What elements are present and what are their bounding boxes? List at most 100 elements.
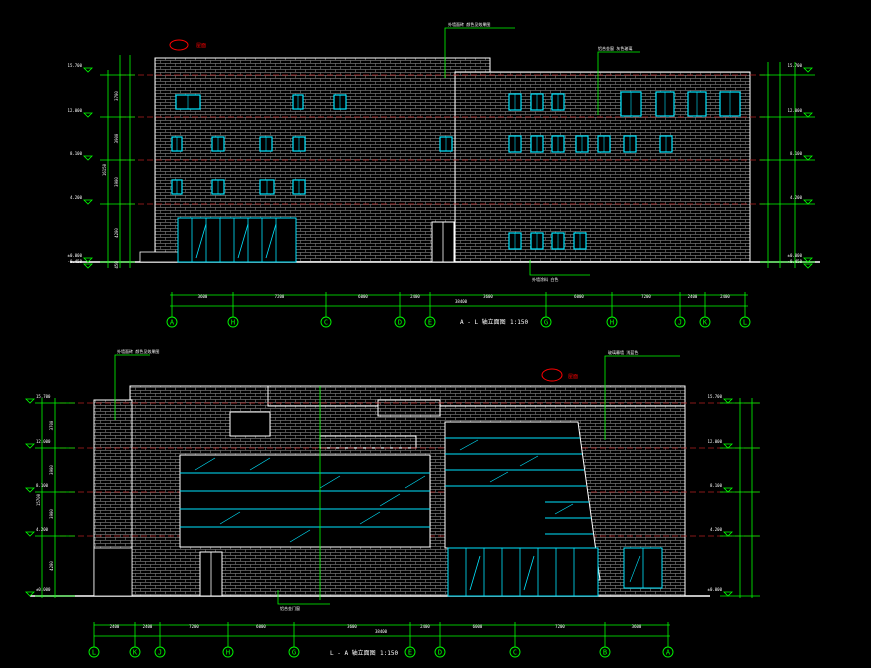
window [333,94,347,110]
mid-parapet [377,399,441,417]
annotation-leaders-bottom [114,354,680,605]
floor-height-text: 3900 [49,465,54,475]
entrance-curtain-wall [177,217,297,263]
window [655,91,675,117]
level-marker [723,443,733,449]
axis-bubble [320,316,332,328]
window [508,93,522,111]
level-label: 8.100 [710,483,723,488]
level-label: 8.100 [70,151,83,156]
lower-base-left [93,547,133,597]
axis-bubble [599,646,611,658]
axis-label: A [666,649,671,657]
note-bottom-3: 铝合金门窗 [280,605,300,611]
level-label: 8.100 [790,151,803,156]
floor-height-text: 3700 [49,420,54,430]
window [530,135,544,153]
level-label: 15.700 [708,394,723,399]
axis-bubble [606,316,618,328]
note-top-3: 外墙涂料 白色 [532,276,558,282]
level-label: ±0.000 [36,587,51,592]
level-label: 4.200 [710,527,723,532]
level-marker [25,531,35,537]
axis-dimension-text: 6000 [358,294,368,299]
stair-volume [229,411,271,437]
revision-cloud-top: 屋面 [169,39,206,51]
revision-tag-top: 屋面 [196,43,206,49]
podium-parapet [319,435,417,449]
axis-bubble [154,646,166,658]
axis-dimension-line-bottom [94,624,670,637]
level-labels-left-top: 15.70012.0008.1004.200±0.000-0.450370039… [68,63,119,269]
note-top-1: 外墙面砖 颜色见效果图 [448,21,490,27]
axis-label: C [513,649,517,657]
window [259,179,275,195]
axis-dimension-text: 7200 [641,294,651,299]
level-marker [803,263,813,269]
level-label: ±0.000 [708,587,723,592]
curtain-wall-left [179,454,431,548]
drawing-scale-bottom: 1:150 [380,650,398,657]
axis-bubble [424,316,436,328]
axis-label: H [226,649,230,657]
floor-height-text: 4200 [49,561,54,571]
axis-label: E [428,319,432,327]
level-labels-left-bottom: 15.70012.0008.1004.200±0.000370039003900… [25,394,54,597]
level-label: -0.450 [788,259,803,264]
axis-dimension-text: 6000 [473,624,483,629]
axis-dimension-text: 2400 [143,624,153,629]
drawing-scale-top: 1:150 [510,319,528,326]
level-label: 4.200 [70,195,83,200]
window [597,135,611,153]
floor-height-text: 3900 [114,133,119,143]
level-label: 15.700 [36,394,51,399]
axis-bubble [509,646,521,658]
level-marker [803,257,813,263]
window [292,136,306,152]
curtain-wall-right [444,421,601,581]
window [575,135,589,153]
axis-bubble [88,646,100,658]
axis-dimension-text: 6000 [574,294,584,299]
axis-dimension-text: 2400 [420,624,430,629]
level-label: 8.100 [36,483,49,488]
level-marker [723,398,733,404]
floor-height-text: 3700 [114,91,119,101]
window [211,136,225,152]
axis-dimension-text: 7200 [275,294,285,299]
total-dim-top: 38400 [455,299,468,304]
axis-bubble [222,646,234,658]
level-marker [25,398,35,404]
level-label: -0.450 [68,259,83,264]
annotation-leaders [444,27,640,276]
window [530,93,544,111]
note-bottom-2: 玻璃幕墙 浅蓝色 [608,349,638,355]
level-label: ±0.000 [788,253,803,258]
window [175,94,201,110]
level-label: 4.200 [790,195,803,200]
level-marker [83,199,93,205]
axis-bubble [540,316,552,328]
drawing-caption-top: A - L 轴立面图 [460,318,506,326]
window [171,136,183,152]
level-marker [83,112,93,118]
axis-label: B [603,649,607,657]
window [171,179,183,195]
axis-label: D [438,649,442,657]
axis-bubble [288,646,300,658]
level-marker [803,67,813,73]
right-dimension-stack [760,62,815,268]
axis-bubble [674,316,686,328]
window [508,232,522,250]
left-dimension-stack [100,55,135,268]
elevation-bottom: LKJHGEDCBA240024007200600036002400600072… [25,348,760,658]
level-marker [83,257,93,263]
axis-label: K [703,319,708,327]
axis-dimension-text: 7200 [555,624,565,629]
window [259,136,273,152]
window [211,179,225,195]
level-marker [25,591,35,597]
axis-bubble [434,646,446,658]
